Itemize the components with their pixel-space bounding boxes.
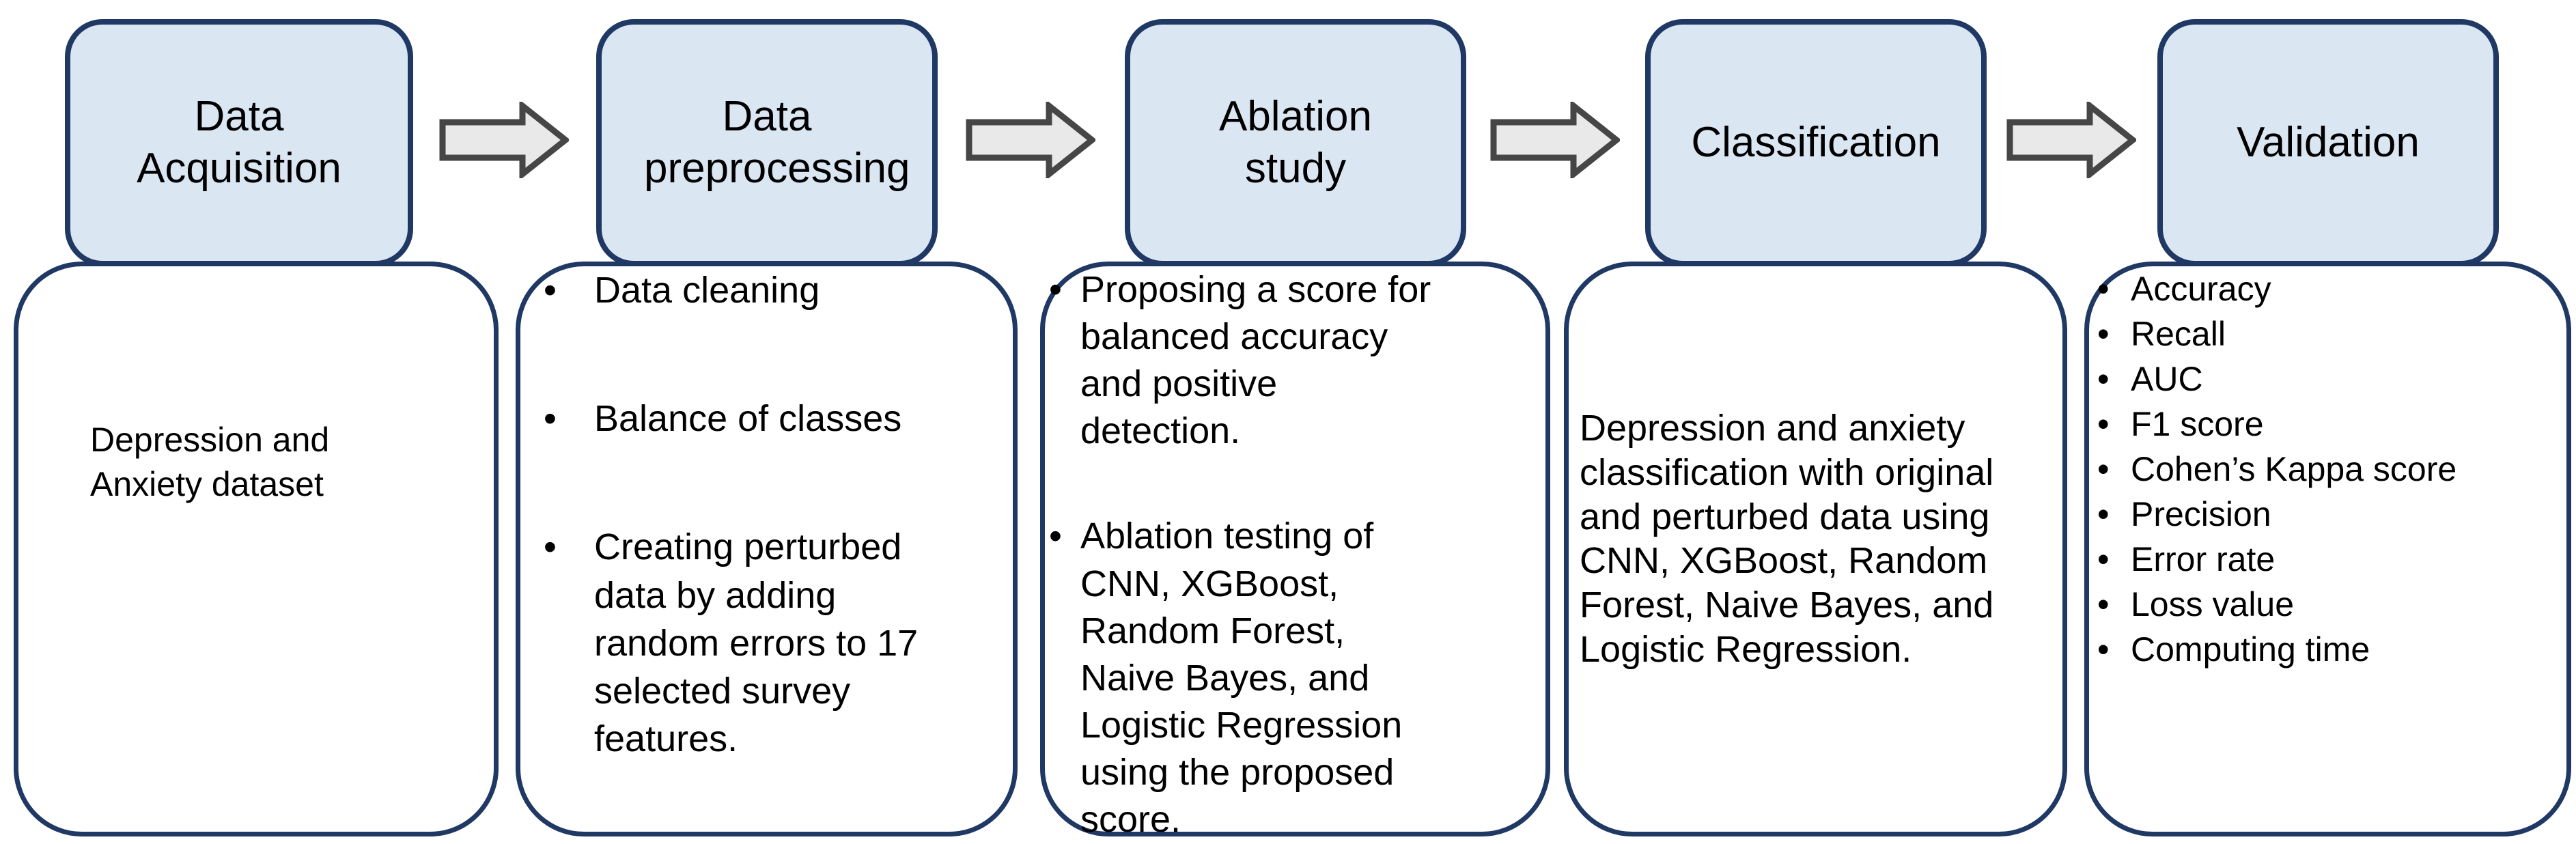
bullet-dot-icon: • xyxy=(2097,540,2110,578)
arrow-right-icon xyxy=(439,102,569,178)
stage-header-ablation-study: Ablation study xyxy=(1125,19,1466,266)
arrow-right-icon xyxy=(966,102,1095,178)
bullet-text: Computing time xyxy=(2131,630,2370,669)
bullet-text: Balance of classes xyxy=(594,398,902,440)
bullet-item: • Accuracy xyxy=(2089,266,2566,311)
bullet-dot-icon: • xyxy=(1049,269,1062,310)
bullet-list: • Data cleaning • Balance of classes • Crea… xyxy=(520,266,1013,763)
bullet-dot-icon: • xyxy=(544,526,557,568)
stage-body-data-acquisition: Depression and Anxiety dataset xyxy=(14,262,499,836)
bullet-dot-icon: • xyxy=(2097,585,2110,623)
bullet-dot-icon: • xyxy=(2097,315,2110,353)
stage-title: Ablation study xyxy=(1218,93,1373,192)
bullet-text: Precision xyxy=(2131,495,2271,533)
arrow-right-icon xyxy=(1490,102,1620,178)
bullet-text: Ablation testing of CNN, XGBoost, Random… xyxy=(1080,516,1403,841)
bullet-list: • Accuracy • Recall • AUC • F1 score • Cohen’… xyxy=(2089,266,2566,672)
stage-body-classification: Depression and anxiety classification wi… xyxy=(1564,262,2067,836)
bullet-item: • Ablation testing of CNN, XGBoost, Rando… xyxy=(1045,513,1432,843)
bullet-item: • AUC xyxy=(2089,356,2566,402)
bullet-item: • F1 score xyxy=(2089,402,2566,447)
bullet-text: Proposing a score for balanced accuracy … xyxy=(1080,269,1431,452)
bullet-item: • Proposing a score for balanced accuracy… xyxy=(1045,266,1432,455)
bullet-item: • Creating perturbed data by adding rando… xyxy=(520,523,942,763)
stage-title: Data Acquisition xyxy=(137,93,341,192)
stage-header-classification: Classification xyxy=(1645,19,1987,266)
bullet-list: • Proposing a score for balanced accuracy… xyxy=(1045,266,1545,843)
stage-header-data-acquisition: Data Acquisition xyxy=(65,19,413,266)
bullet-dot-icon: • xyxy=(2097,360,2110,398)
stage-header-data-preprocessing: Data preprocessing xyxy=(596,19,938,266)
bullet-item: • Data cleaning xyxy=(520,266,942,314)
bullet-item: • Computing time xyxy=(2089,627,2566,672)
stage-body-data-preprocessing: • Data cleaning • Balance of classes • Crea… xyxy=(516,262,1018,836)
bullet-item: • Loss value xyxy=(2089,582,2566,627)
bullet-text: Cohen’s Kappa score xyxy=(2131,450,2457,488)
bullet-text: Recall xyxy=(2131,315,2226,353)
bullet-dot-icon: • xyxy=(2097,630,2110,669)
bullet-text: F1 score xyxy=(2131,405,2264,443)
stage-title: Classification xyxy=(1691,119,1941,167)
arrow-right-icon xyxy=(2006,102,2136,178)
bullet-item: • Precision xyxy=(2089,492,2566,537)
bullet-dot-icon: • xyxy=(544,398,557,440)
stage-body-text: Depression and anxiety classification wi… xyxy=(1580,408,1994,670)
bullet-item: • Cohen’s Kappa score xyxy=(2089,447,2566,492)
stage-body-text: Depression and Anxiety dataset xyxy=(90,421,330,503)
stage-title: Validation xyxy=(2237,119,2420,167)
stage-body-ablation-study: • Proposing a score for balanced accuracy… xyxy=(1040,262,1550,840)
bullet-dot-icon: • xyxy=(2097,450,2110,488)
bullet-dot-icon: • xyxy=(2097,495,2110,533)
bullet-dot-icon: • xyxy=(544,270,557,311)
bullet-dot-icon: • xyxy=(1049,516,1062,557)
stage-title: Data preprocessing xyxy=(644,93,910,192)
bullet-dot-icon: • xyxy=(2097,405,2110,443)
bullet-item: • Error rate xyxy=(2089,537,2566,582)
bullet-text: Error rate xyxy=(2131,540,2276,578)
bullet-text: AUC xyxy=(2131,360,2203,398)
bullet-text: Loss value xyxy=(2131,585,2295,623)
bullet-item: • Recall xyxy=(2089,311,2566,356)
stage-body-validation: • Accuracy • Recall • AUC • F1 score • Cohen’… xyxy=(2084,262,2571,836)
bullet-text: Data cleaning xyxy=(594,270,820,311)
bullet-text: Accuracy xyxy=(2131,270,2271,308)
stage-header-validation: Validation xyxy=(2157,19,2499,266)
bullet-text: Creating perturbed data by adding random… xyxy=(594,526,919,760)
bullet-dot-icon: • xyxy=(2097,270,2110,308)
bullet-item: • Balance of classes xyxy=(520,395,942,442)
